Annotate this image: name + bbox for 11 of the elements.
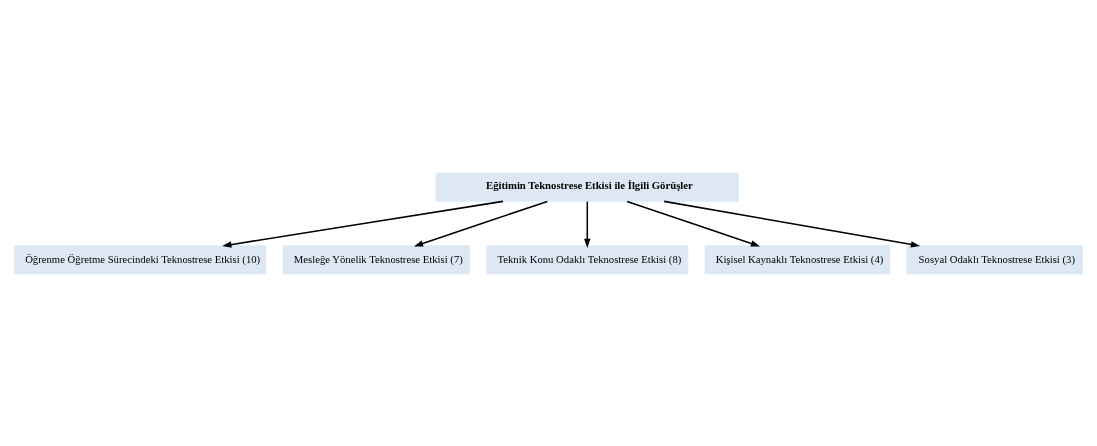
node-box: Eğitimin Teknostrese Etkisi ile İlgili Görüşler bbox=[435, 172, 739, 202]
arrow bbox=[584, 200, 591, 248]
node-box: Sosyal Odaklı Teknostrese Etkisi (3) bbox=[906, 244, 1083, 274]
arrow bbox=[413, 200, 549, 246]
node-box: Öğrenme Öğretme Sürecindeki Teknostrese Etkisi (10) bbox=[14, 244, 267, 274]
arrow bbox=[222, 200, 504, 248]
node-box: Teknik Konu Odaklı Teknostrese Etkisi (8) bbox=[486, 244, 689, 274]
arrow bbox=[626, 200, 761, 246]
node-box: Kişisel Kaynaklı Teknostrese Etkisi (4) bbox=[704, 244, 891, 274]
arrow bbox=[663, 200, 921, 248]
node-box: Mesleğe Yönelik Teknostrese Etkisi (7) bbox=[282, 244, 470, 274]
